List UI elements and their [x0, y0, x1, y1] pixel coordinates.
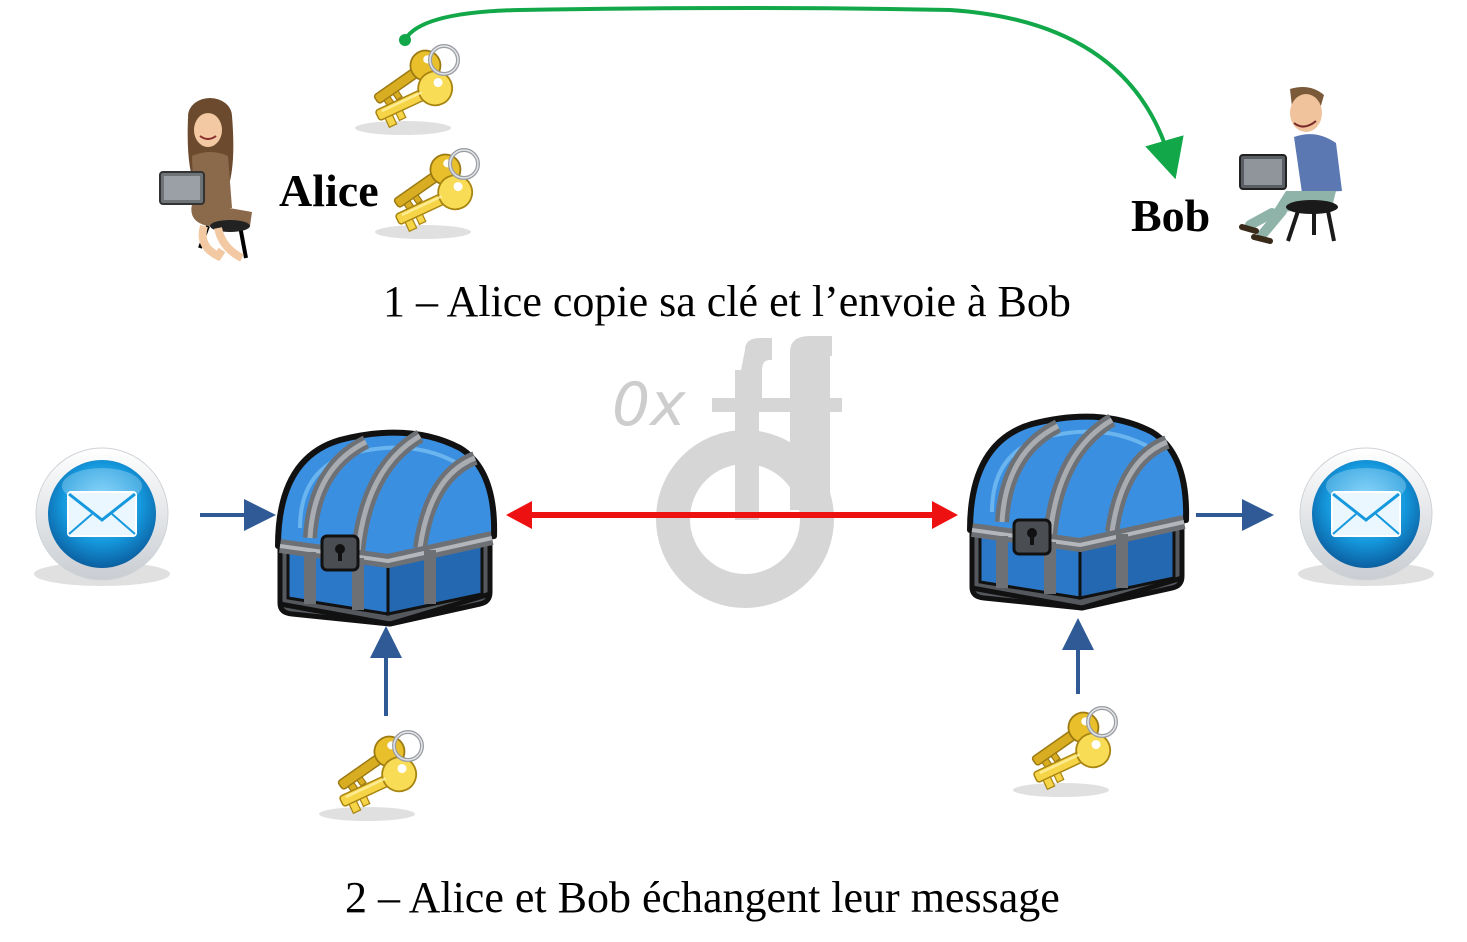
- alice-key-copy-icon: [353, 42, 460, 137]
- alice-message-envelope-icon: [32, 446, 172, 588]
- bob-label: Bob: [1131, 190, 1211, 241]
- arrow-origin-dot: [399, 34, 411, 46]
- bob-chest-icon: [970, 417, 1186, 608]
- step-2-caption: 2 – Alice et Bob échangent leur message: [345, 873, 1060, 922]
- bob-person-icon: [1239, 87, 1342, 244]
- alice-label: Alice: [279, 165, 379, 216]
- alice-person-icon: [159, 98, 252, 262]
- key-transfer-arrow: [403, 6, 1184, 180]
- alice-key-icon: [373, 146, 480, 241]
- alice-chest-icon: [278, 433, 494, 624]
- watermark-logo-icon: 0x: [612, 336, 842, 608]
- alice-bottom-key-icon: [317, 728, 424, 823]
- step-1-caption: 1 – Alice copie sa clé et l’envoie à Bob: [383, 277, 1071, 326]
- exchange-double-arrow: [506, 501, 958, 529]
- bob-bottom-key-icon: [1011, 704, 1118, 799]
- bob-message-envelope-icon: [1296, 446, 1436, 588]
- watermark-text: 0x: [612, 370, 686, 440]
